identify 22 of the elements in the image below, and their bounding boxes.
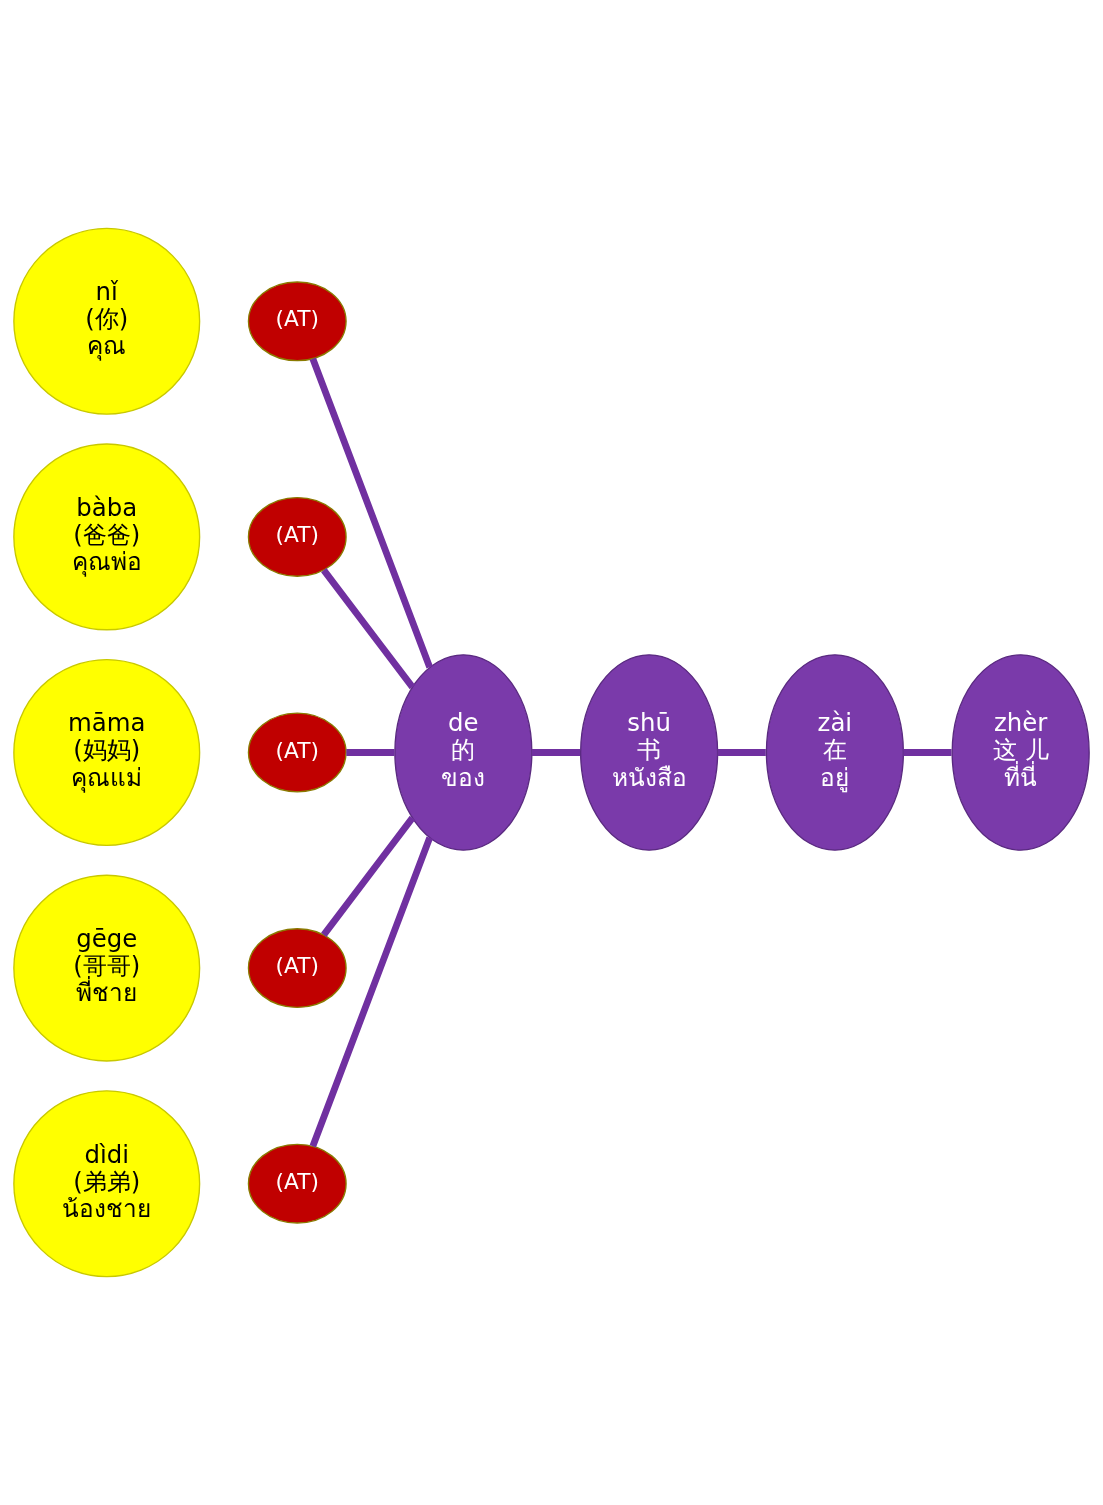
node-ellipse: zài 在 อยู่ bbox=[765, 654, 905, 851]
node-circle: gēge (哥哥) พี่ชาย bbox=[13, 874, 201, 1062]
connector bbox=[321, 815, 416, 937]
node-ellipse: (AT) bbox=[247, 496, 347, 577]
connector bbox=[309, 836, 433, 1148]
node-ellipse: (AT) bbox=[247, 928, 347, 1009]
node-ellipse: (AT) bbox=[247, 1143, 347, 1224]
node-ellipse: (AT) bbox=[247, 281, 347, 362]
connector bbox=[717, 749, 766, 756]
connector bbox=[903, 749, 952, 756]
node-circle: bàba (爸爸) คุณพ่อ bbox=[13, 443, 201, 631]
node-circle: nǐ (你) คุณ bbox=[13, 227, 201, 415]
connector bbox=[321, 568, 416, 690]
node-ellipse: shū 书 หนังสือ bbox=[579, 654, 719, 851]
connector bbox=[531, 749, 581, 756]
node-ellipse: (AT) bbox=[247, 712, 347, 793]
node-circle: dìdi (弟弟) น้องชาย bbox=[13, 1090, 201, 1278]
node-circle: māma (妈妈) คุณแม่ bbox=[13, 658, 201, 847]
node-ellipse: de 的 ของ bbox=[394, 654, 533, 851]
connector bbox=[346, 749, 395, 756]
node-ellipse: zhèr 这 儿 ที่นี่ bbox=[951, 654, 1090, 851]
connector bbox=[309, 357, 433, 669]
